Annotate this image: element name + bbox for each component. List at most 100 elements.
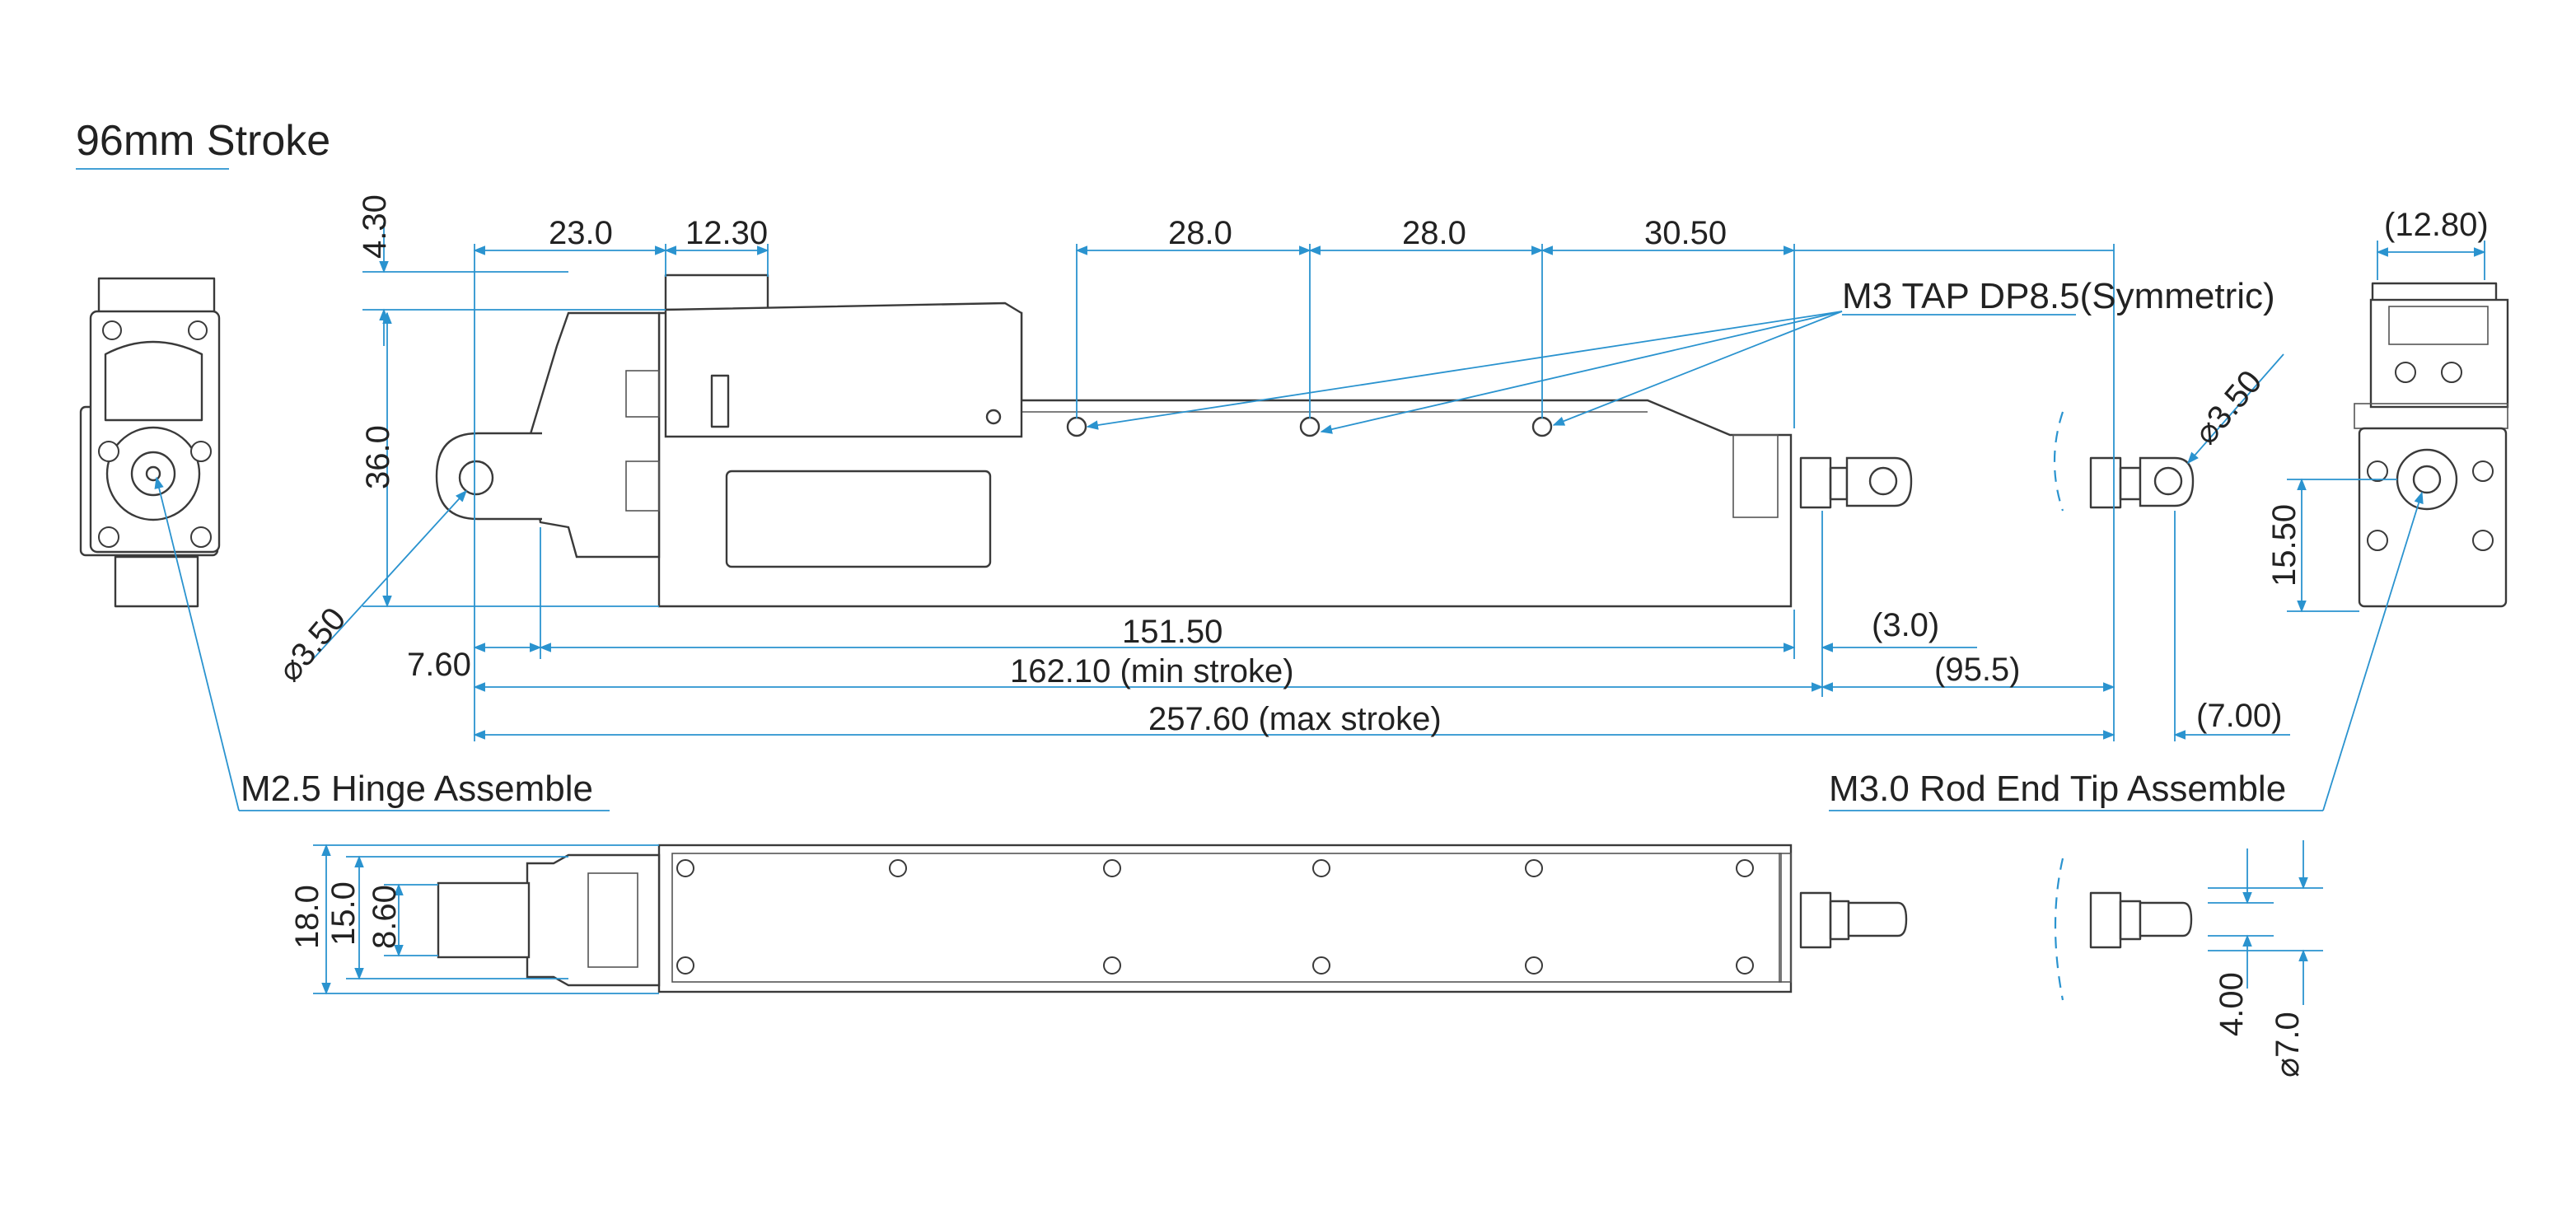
ext-rod-stub	[2119, 466, 2142, 501]
dim-18-0: 18.0	[289, 885, 325, 949]
left-end-hinge-ring	[105, 426, 201, 521]
screw-icon	[1525, 859, 1543, 877]
dim-28-0-a: 28.0	[1168, 215, 1232, 251]
dimension-lines	[154, 222, 2486, 1005]
bottom-view	[437, 844, 2193, 1001]
hinge-clevis-body	[526, 311, 661, 559]
screw-icon	[190, 526, 212, 548]
bottom-end-strip	[1779, 853, 1792, 983]
rod-end-tip	[1845, 456, 1913, 507]
tap-label: M3 TAP DP8.5(Symmetric)	[1842, 276, 2275, 316]
screw-icon	[1736, 859, 1754, 877]
screw-icon	[98, 441, 119, 462]
dim-phi-3-50-right: ⌀3.50	[2187, 363, 2269, 451]
left-end-hinge-hole	[130, 451, 176, 497]
front-step	[1732, 434, 1779, 518]
dim-15-0: 15.0	[325, 881, 362, 946]
right-end-body	[2358, 427, 2508, 608]
mount-hole-2	[1299, 416, 1321, 437]
dim-151-50: 151.50	[1122, 614, 1223, 650]
motor-slot	[710, 374, 730, 428]
left-end-body	[89, 310, 221, 554]
ext-bottom-rod-collar	[2119, 900, 2142, 941]
screw-icon	[190, 441, 212, 462]
left-end-cover	[104, 340, 203, 422]
break-line-lower	[2054, 858, 2064, 1001]
ext-rod-end-hole	[2153, 466, 2183, 496]
dim-7-60: 7.60	[407, 647, 471, 683]
screw-icon	[2395, 362, 2416, 383]
bottom-screws	[676, 859, 1754, 975]
dim-phi-7-0: ⌀7.0	[2270, 1012, 2306, 1077]
bottom-rod-tip	[1847, 901, 1908, 937]
dim-15-50: 15.50	[2266, 504, 2303, 587]
left-end-view	[79, 277, 221, 608]
break-line-upper	[2053, 411, 2064, 512]
motor-block	[664, 302, 1023, 438]
screw-icon	[676, 956, 694, 975]
dim-28-0-b: 28.0	[1402, 215, 1466, 251]
dim-257-60: 257.60 (max stroke)	[1148, 701, 1442, 737]
bottom-rod-nut	[1799, 891, 1832, 949]
main-side-view	[435, 273, 2195, 608]
screw-icon	[102, 320, 122, 340]
dim-phi-3-50-left: ⌀3.50	[271, 601, 353, 688]
ext-rod-nut	[2089, 456, 2122, 509]
screw-icon	[2367, 460, 2388, 482]
dim-23-0: 23.0	[549, 215, 613, 251]
bottom-clevis	[526, 853, 661, 987]
dim-3-0: (3.0)	[1872, 607, 1939, 643]
dim-8-60: 8.60	[367, 885, 403, 949]
clevis-notch-lower	[625, 460, 660, 512]
screw-icon	[1312, 956, 1330, 975]
ext-rod-end-tip	[2139, 456, 2195, 507]
dim-36-0: 36.0	[360, 425, 396, 489]
screw-icon	[188, 320, 208, 340]
right-end-connector	[2388, 306, 2489, 345]
hinge-eye-hole	[458, 460, 494, 496]
dim-30-50: 30.50	[1644, 215, 1727, 251]
left-end-hinge-pin	[145, 465, 161, 482]
drawing-title: 96mm Stroke	[76, 117, 330, 165]
label-plate	[725, 470, 992, 568]
clevis-notch-upper	[625, 370, 660, 418]
left-end-bottom-tab	[114, 555, 199, 608]
dim-12-30: 12.30	[685, 215, 768, 251]
screw-icon	[1103, 956, 1121, 975]
dim-12-80: (12.80)	[2384, 207, 2489, 243]
screw-icon	[98, 526, 119, 548]
bottom-rod-collar	[1829, 900, 1850, 941]
dim-4-30: 4.30	[357, 194, 393, 259]
bottom-hinge-tab	[437, 881, 531, 959]
screw-icon	[2367, 530, 2388, 551]
bottom-clevis-inner	[587, 872, 638, 968]
motor-top-cap	[664, 273, 769, 311]
bottom-housing	[657, 844, 1793, 993]
bottom-inner-panel	[671, 853, 1782, 983]
dim-162-10: 162.10 (min stroke)	[1010, 653, 1294, 689]
right-end-rod-hole	[2412, 465, 2442, 494]
dim-95-5: (95.5)	[1934, 652, 2021, 688]
dimension-labels: 4.30 23.0 12.30 28.0 28.0 30.50 (12.80) …	[241, 194, 2489, 1077]
left-end-screws	[98, 320, 212, 548]
rod-stub	[1829, 466, 1849, 501]
rod-nut	[1799, 456, 1832, 509]
screw-icon	[1312, 859, 1330, 877]
title-block: 96mm Stroke	[76, 117, 330, 170]
screw-icon	[2441, 362, 2462, 383]
screw-icon	[1103, 859, 1121, 877]
rod-end-hole	[1868, 466, 1898, 496]
dim-4-00: 4.00	[2214, 972, 2250, 1036]
screw-icon	[889, 859, 907, 877]
mount-hole-3	[1531, 416, 1553, 437]
mount-hole-1	[1066, 416, 1087, 437]
ext-bottom-rod-tip	[2139, 901, 2193, 937]
right-end-motor	[2369, 298, 2509, 409]
screw-icon	[1525, 956, 1543, 975]
screw-icon	[2472, 530, 2494, 551]
hinge-label: M2.5 Hinge Assemble	[241, 769, 593, 809]
right-end-view	[2354, 282, 2509, 608]
motor-pin	[985, 409, 1002, 425]
screw-icon	[1736, 956, 1754, 975]
